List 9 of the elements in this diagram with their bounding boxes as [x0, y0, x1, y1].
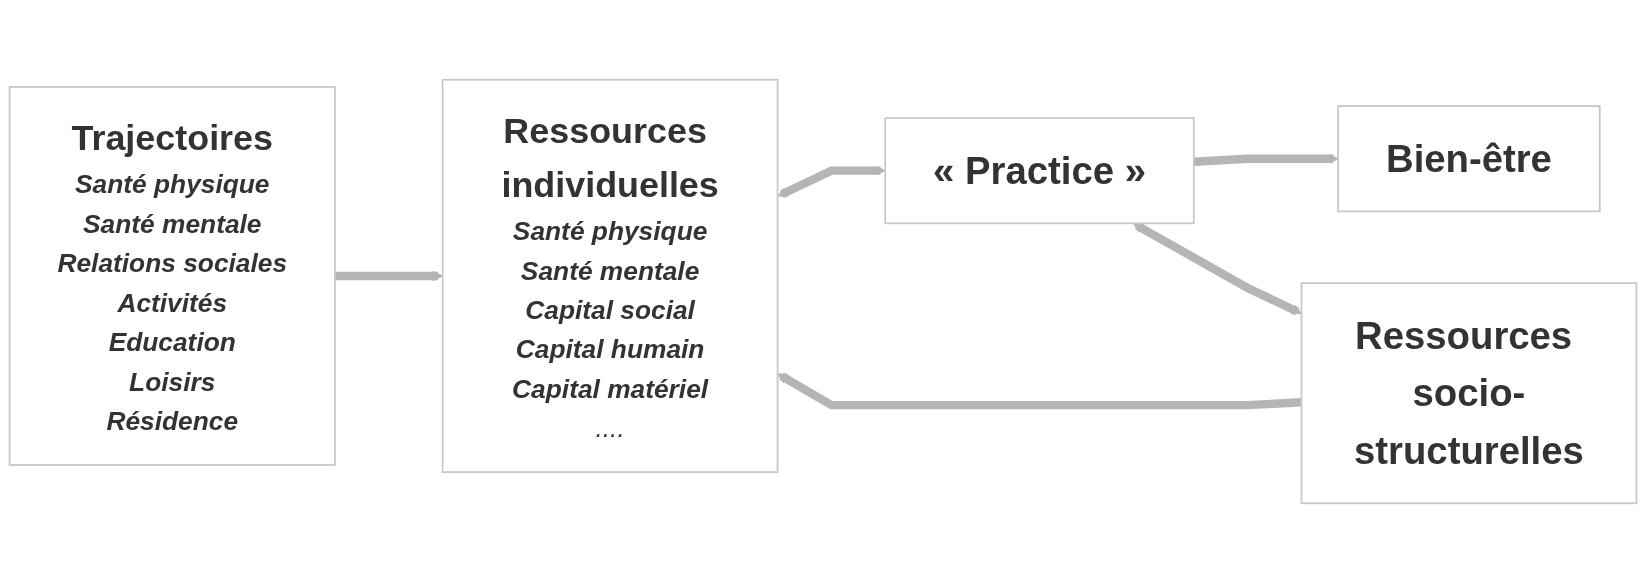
node-box: Ressources individuelles Santé physique Santé mentale Capital social Capital humain Capital matériel ....	[441, 78, 779, 474]
node-box: « Practice »	[884, 117, 1195, 225]
arrow	[777, 165, 886, 198]
arrow	[1132, 222, 1302, 316]
arrow	[1193, 153, 1339, 166]
node-box: Bien-être	[1337, 105, 1601, 213]
node-box: Trajectoires Santé physique Santé mentale Relations sociales Activités Education Loisirs Résidence	[8, 86, 336, 466]
node-box: Ressources socio-structurelles	[1300, 282, 1638, 505]
arrow	[777, 372, 1302, 410]
